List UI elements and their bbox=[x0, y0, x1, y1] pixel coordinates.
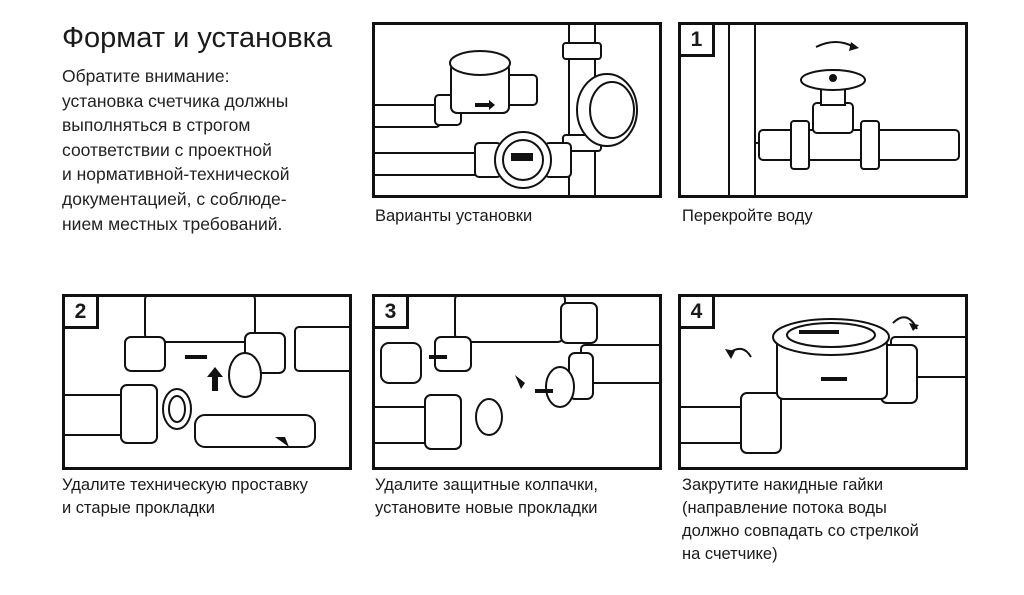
step-number: 3 bbox=[375, 297, 409, 329]
caption-line: Удалите защитные колпачки, bbox=[375, 476, 599, 494]
panel-step-2: 2 bbox=[62, 294, 352, 470]
remove-spacer-illustration bbox=[65, 297, 349, 448]
caption-installation-variants: Варианты установки bbox=[375, 205, 532, 228]
caption-line: (направление потока воды bbox=[682, 499, 887, 517]
step-number: 1 bbox=[681, 25, 715, 57]
caption-step-2: Удалите техническую проставку и старые п… bbox=[62, 474, 308, 520]
intro-line: Обратите внимание: bbox=[62, 66, 230, 86]
step-number: 2 bbox=[65, 297, 99, 329]
caption-line: на счетчике) bbox=[682, 545, 778, 563]
shut-off-valve-illustration bbox=[728, 25, 960, 195]
install-gaskets-illustration bbox=[375, 297, 659, 450]
intro-line: соответствии с проектной bbox=[62, 139, 272, 160]
page-title: Формат и установка bbox=[62, 22, 333, 54]
panel-step-4: 4 bbox=[678, 294, 968, 470]
caption-line: Закрутите накидные гайки bbox=[682, 476, 884, 494]
intro-line: установка счетчика должны bbox=[62, 90, 289, 111]
caption-line: Перекройте воду bbox=[682, 207, 813, 225]
caption-line: установите новые прокладки bbox=[375, 499, 598, 517]
panel-step-1: 1 bbox=[678, 22, 968, 198]
intro-line: документацией, с соблюде- bbox=[62, 188, 287, 209]
tighten-nuts-illustration bbox=[681, 316, 965, 454]
caption-line: должно совпадать со стрелкой bbox=[682, 522, 919, 540]
intro-line: нием местных требований. bbox=[62, 213, 283, 234]
installation-variants-illustration bbox=[375, 25, 638, 195]
panel-installation-variants bbox=[372, 22, 662, 198]
caption-step-4: Закрутите накидные гайки (направление по… bbox=[682, 474, 919, 566]
caption-step-3: Удалите защитные колпачки, установите но… bbox=[375, 474, 598, 520]
intro-text: Обратите внимание: установка счетчика до… bbox=[62, 64, 290, 236]
caption-line: и старые прокладки bbox=[62, 499, 215, 517]
caption-step-1: Перекройте воду bbox=[682, 205, 813, 228]
caption-line: Удалите техническую проставку bbox=[62, 476, 308, 494]
intro-line: и нормативной-технической bbox=[62, 164, 290, 185]
caption-line: Варианты установки bbox=[375, 207, 533, 225]
panel-step-3: 3 bbox=[372, 294, 662, 470]
step-number: 4 bbox=[681, 297, 715, 329]
intro-line: выполняться в строгом bbox=[62, 115, 251, 136]
